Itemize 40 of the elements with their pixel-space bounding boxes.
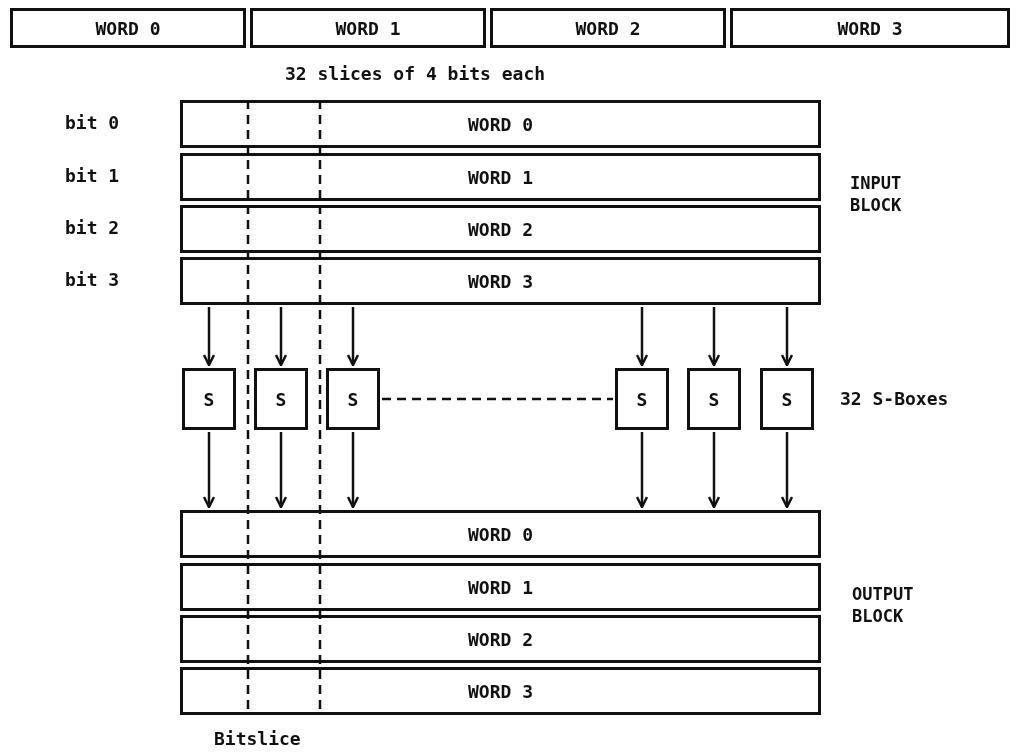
output-row-box: WORD 3 bbox=[180, 667, 821, 715]
arrow bbox=[346, 432, 360, 509]
bit-label: bit 3 bbox=[65, 269, 120, 290]
s-box: S bbox=[326, 368, 380, 430]
input-row-box: WORD 2 bbox=[180, 205, 821, 253]
arrow bbox=[274, 432, 288, 509]
word-box: WORD 0 bbox=[10, 8, 246, 48]
bit-label: bit 1 bbox=[65, 165, 120, 186]
block-label: OUTPUT BLOCK bbox=[852, 583, 915, 628]
bit-label: bit 0 bbox=[65, 112, 120, 133]
arrow bbox=[274, 307, 288, 367]
output-row-box: WORD 0 bbox=[180, 510, 821, 558]
s-box-label: 32 S-Boxes bbox=[840, 387, 949, 411]
arrow bbox=[780, 307, 794, 367]
connector-line bbox=[382, 397, 613, 401]
heading-text: 32 slices of 4 bits each bbox=[285, 62, 546, 86]
arrow bbox=[635, 432, 649, 509]
block-label: INPUT BLOCK bbox=[850, 172, 903, 217]
arrow bbox=[780, 432, 794, 509]
arrow bbox=[707, 432, 721, 509]
s-box: S bbox=[615, 368, 669, 430]
bitslice-label: Bitslice bbox=[214, 727, 301, 751]
word-box: WORD 1 bbox=[250, 8, 486, 48]
arrow bbox=[635, 307, 649, 367]
s-box: S bbox=[760, 368, 814, 430]
arrow bbox=[202, 307, 216, 367]
input-row-box: WORD 0 bbox=[180, 100, 821, 148]
bit-label: bit 2 bbox=[65, 217, 120, 238]
arrow bbox=[202, 432, 216, 509]
arrow bbox=[346, 307, 360, 367]
s-box: S bbox=[254, 368, 308, 430]
word-box: WORD 3 bbox=[730, 8, 1010, 48]
input-row-box: WORD 1 bbox=[180, 153, 821, 201]
s-box: S bbox=[687, 368, 741, 430]
output-row-box: WORD 2 bbox=[180, 615, 821, 663]
input-row-box: WORD 3 bbox=[180, 257, 821, 305]
s-box: S bbox=[182, 368, 236, 430]
arrow bbox=[707, 307, 721, 367]
output-row-box: WORD 1 bbox=[180, 563, 821, 611]
word-box: WORD 2 bbox=[490, 8, 726, 48]
